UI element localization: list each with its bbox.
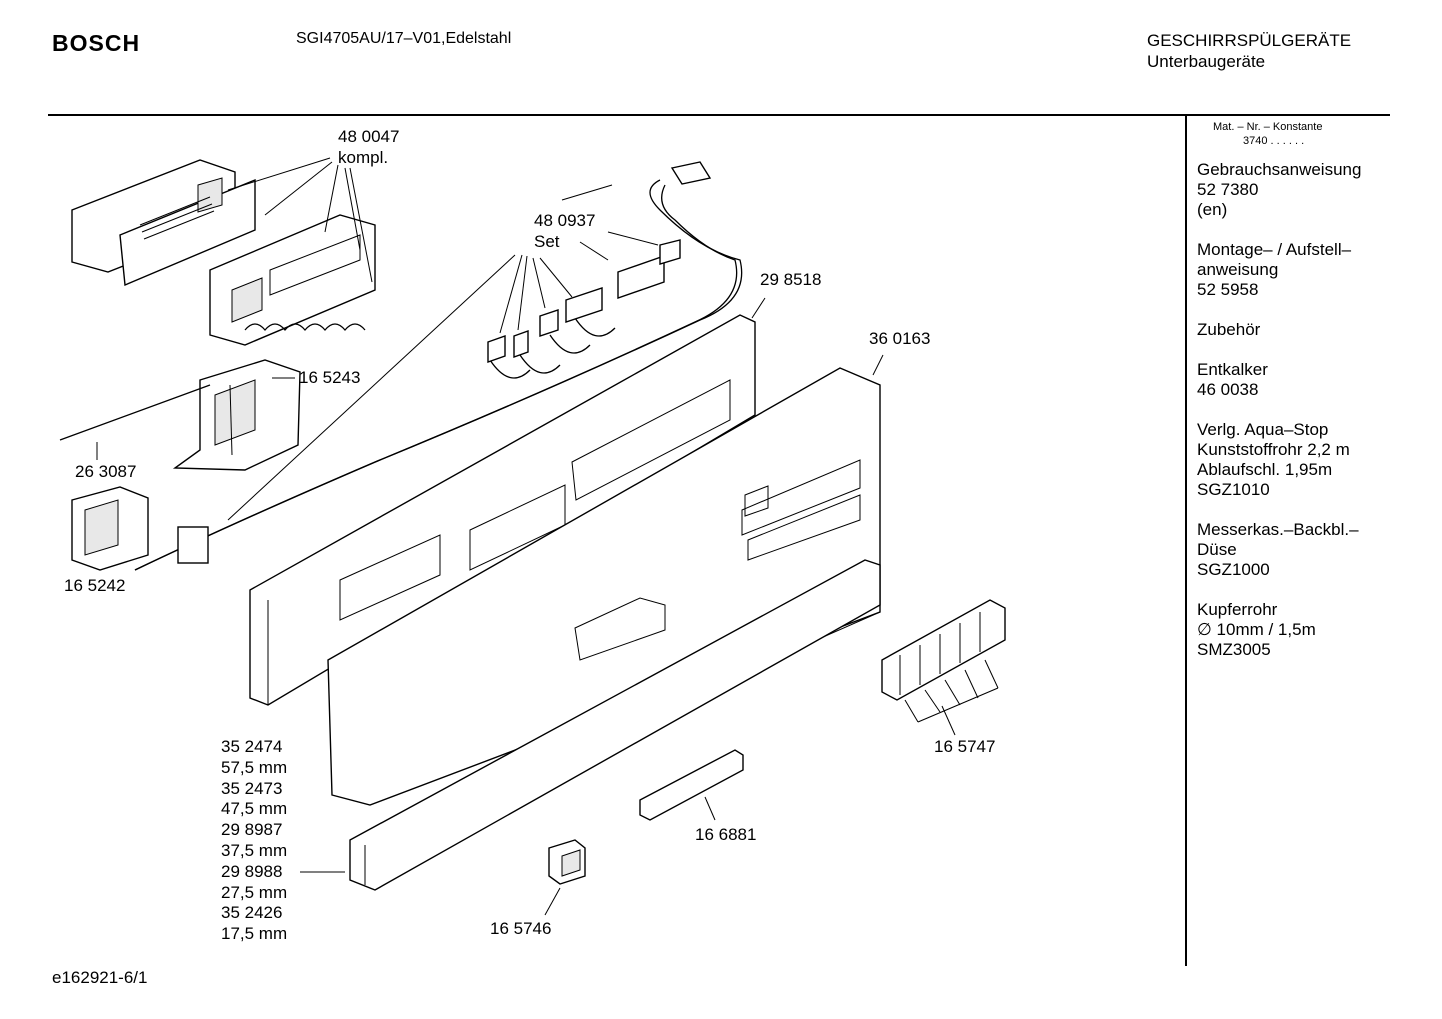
size-list-line: 17,5 mm [221, 924, 288, 944]
bracket-part [172, 359, 301, 471]
callout-360163: 36 0163 [869, 329, 931, 348]
size-list-line: 57,5 mm [221, 757, 288, 777]
callout-set: Set [534, 232, 560, 251]
control-module-part [71, 159, 376, 346]
sidebar-entry: Zubehör [1197, 320, 1387, 340]
callout-165243: 16 5243 [299, 368, 361, 387]
sidebar-divider [1185, 116, 1187, 966]
sidebar-entry-line: anweisung [1197, 260, 1279, 279]
mat-nr-constant: 3740 . . . . . . [1243, 135, 1305, 147]
callout-480937: 48 0937 [534, 211, 596, 230]
sidebar-entry-line: Kunststoffrohr 2,2 m [1197, 440, 1350, 459]
wire-harness-part [134, 161, 743, 571]
sidebar-entry-line: SMZ3005 [1197, 640, 1271, 659]
sensor-part [71, 486, 149, 571]
button-block-part [881, 599, 1006, 701]
button-part [548, 839, 586, 885]
sidebar-entry-line: 52 7380 [1197, 180, 1259, 199]
size-list-line: 37,5 mm [221, 840, 288, 860]
callout-165747: 16 5747 [934, 737, 996, 756]
sidebar-entry-line: Verlg. Aqua–Stop [1197, 420, 1329, 439]
category-line-2: Unterbaugeräte [1147, 52, 1266, 71]
sidebar-entry-line: Kupferrohr [1197, 600, 1278, 619]
sidebar: Mat. – Nr. – Konstante 3740 . . . . . . … [1197, 120, 1387, 660]
sidebar-entry-line: SGZ1010 [1197, 480, 1270, 499]
mat-nr-header: Mat. – Nr. – Konstante [1213, 121, 1323, 133]
sidebar-entry-line: Gebrauchsanweisung [1197, 160, 1362, 179]
callout-kompl: kompl. [338, 148, 389, 167]
sidebar-entry-line: SGZ1000 [1197, 560, 1270, 579]
size-list-line: 29 8988 [221, 861, 283, 881]
size-list-line: 29 8987 [221, 820, 283, 840]
model-title: SGI4705AU/17–V01,Edelstahl [296, 30, 512, 47]
size-list-line: 35 2426 [221, 903, 283, 923]
plinth-strip-part [349, 559, 881, 891]
brand-logo: BOSCH [52, 30, 141, 56]
header-divider [48, 114, 1390, 116]
callout-298518: 29 8518 [760, 270, 822, 289]
sidebar-entry-line: Messerkas.–Backbl.– [1197, 520, 1359, 539]
drawing-number: e162921-6/1 [52, 968, 148, 987]
callout-480047: 48 0047 [338, 127, 400, 146]
mat-nr-value: 3740 . . . . . . [1213, 134, 1387, 148]
category-line-1: GESCHIRRSPÜLGERÄTE [1147, 31, 1352, 50]
callout-166881: 16 6881 [695, 825, 757, 844]
size-list-line: 47,5 mm [221, 799, 288, 819]
sidebar-entry-line: ∅ 10mm / 1,5m [1197, 620, 1316, 639]
sidebar-entry-line: 52 5958 [1197, 280, 1259, 299]
category-title: GESCHIRRSPÜLGERÄTE Unterbaugeräte [1147, 30, 1351, 72]
sidebar-entry-line: Ablaufschl. 1,95m [1197, 460, 1333, 479]
size-list-line: 35 2473 [221, 778, 283, 798]
callout-165746: 16 5746 [490, 919, 552, 938]
sidebar-entry-line: 46 0038 [1197, 380, 1259, 399]
sidebar-entry-line: (en) [1197, 200, 1228, 219]
size-list-line: 35 2474 [221, 737, 283, 756]
small-strip-part [639, 749, 744, 821]
size-list-line: 27,5 mm [221, 882, 288, 902]
sidebar-entry-line: Düse [1197, 540, 1237, 559]
sidebar-entry-line: Montage– / Aufstell– [1197, 240, 1352, 259]
sidebar-entry-line: Entkalker [1197, 360, 1268, 379]
sidebar-entry-line: Zubehör [1197, 320, 1261, 339]
callout-263087: 26 3087 [75, 462, 137, 481]
callout-165242: 16 5242 [64, 576, 126, 595]
